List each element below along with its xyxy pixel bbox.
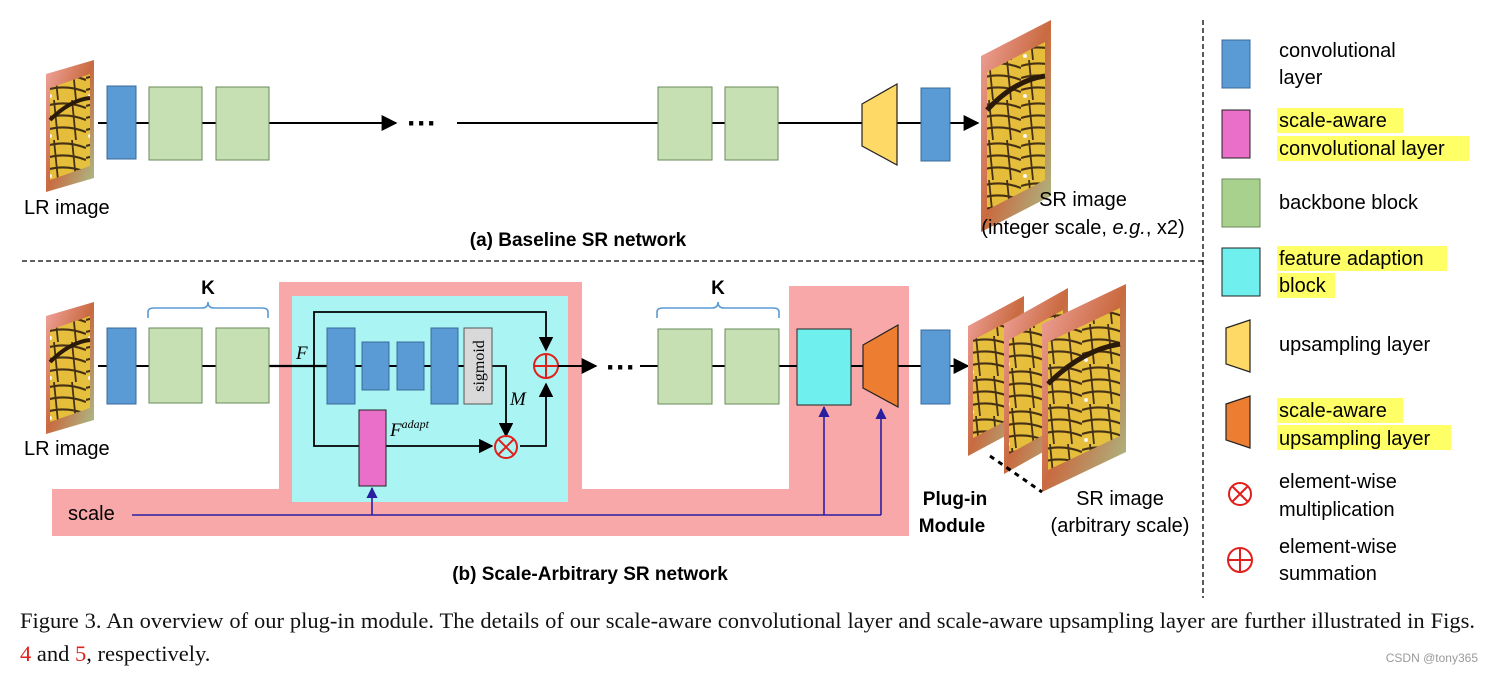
legend-conv-line2: layer [1279,67,1323,89]
sr-image-stack [968,284,1126,494]
figure-caption: Figure 3. An overview of our plug-in mod… [20,604,1475,670]
legend-sum-icon [1227,547,1253,573]
conv-layer-b-1 [106,327,137,405]
panel-a: ··· LR image SR image (integer scale, e.… [24,20,1185,251]
backbone-block-a-4 [724,86,779,161]
sr-label-b-line2: (arbitrary scale) [1051,515,1190,537]
backbone-block-b-4 [724,328,780,405]
backbone-block-b-3 [657,328,713,405]
k-label-2: K [711,278,725,299]
legend-scale-conv-line2: convolutional layer [1279,138,1445,160]
legend-scale-upsample-line1: scale-aware [1279,400,1387,422]
adaption-conv-4 [430,327,459,405]
caption-ref-fig5[interactable]: 5 [75,641,87,666]
legend-backbone-line1: backbone block [1279,192,1419,214]
k-brace-1 [147,301,269,318]
overview-diagram: ··· LR image SR image (integer scale, e.… [22,20,1469,598]
legend-upsample-icon [1225,319,1251,373]
legend-conv-icon [1221,39,1251,89]
conv-layer-b-2 [920,329,951,405]
caption-text-1: Figure 3. An overview of our plug-in mod… [20,608,1475,633]
caption-text-2: and [31,641,75,666]
panel-b-title: (b) Scale-Arbitrary SR network [452,564,728,585]
sr-label-b-line1: SR image [1076,488,1164,510]
panel-a-title: (a) Baseline SR network [470,230,687,251]
feature-adaption-block [796,328,852,406]
adaption-conv-1 [326,327,356,405]
legend-mult-line1: element-wise [1279,471,1397,493]
scale-aware-upsampling-layer [862,323,899,409]
backbone-block-b-1 [148,327,203,404]
plugin-label-line2: Module [919,516,986,537]
legend-conv-line1: convolutional [1279,40,1396,62]
legend-sum-line2: summation [1279,563,1377,585]
sr-image-a [981,20,1051,232]
m-label: M [509,389,527,410]
backbone-block-a-2 [215,86,270,161]
lr-label-a: LR image [24,197,110,219]
k-brace-2 [656,301,780,318]
lr-image-a [44,58,96,194]
ellipsis-a: ··· [407,107,437,140]
legend-upsample-line1: upsampling layer [1279,334,1431,356]
f-label: F [295,343,308,364]
backbone-block-a-1 [148,86,203,161]
plugin-label-line1: Plug-in [923,489,987,510]
adaption-conv-2 [361,341,390,391]
panel-b: K K F sigmoid M Fadapt [24,278,1189,585]
ellipsis-b: ··· [606,351,636,384]
watermark: CSDN @tony365 [1385,651,1478,665]
conv-layer-a-1 [106,85,137,160]
k-label-1: K [201,278,215,299]
sigmoid-box [463,327,493,405]
sigmoid-to-mult [492,365,514,438]
backbone-block-b-2 [215,327,270,404]
legend-adaption-line1: feature adaption [1279,248,1424,270]
backbone-block-a-3 [657,86,713,161]
scale-aware-conv-layer [358,409,387,487]
legend-mult-line2: multiplication [1279,499,1395,521]
legend-adaption-icon [1221,247,1261,297]
caption-ref-fig4[interactable]: 4 [20,641,32,666]
mult-to-sum [520,382,554,447]
legend-sum-line1: element-wise [1279,536,1397,558]
skip-path-top [313,311,554,366]
legend-backbone-icon [1221,178,1261,228]
conv-layer-a-2 [920,87,951,162]
legend-scale-upsample-icon [1225,395,1251,449]
fadapt-label: Fadapt [389,417,430,441]
legend-scale-conv-line1: scale-aware [1279,110,1387,132]
legend-scale-upsample-line2: upsampling layer [1279,428,1431,450]
adaption-conv-3 [396,341,425,391]
sr-label-a-line2: (integer scale, e.g., x2) [981,217,1184,239]
sr-label-a-line1: SR image [1039,189,1127,211]
lr-label-b: LR image [24,438,110,460]
skip-path-bottom [313,366,494,454]
lr-image-b [44,300,96,436]
upsampling-layer-a [861,82,898,167]
sum-operator [533,353,559,379]
legend: convolutional layer scale-aware convolut… [1221,39,1469,585]
scale-label: scale [68,503,115,525]
caption-text-3: , respectively. [86,641,211,666]
legend-multiply-icon [1228,482,1252,506]
multiply-operator [494,435,518,459]
legend-scale-conv-icon [1221,109,1251,159]
sigmoid-label: sigmoid [471,340,488,392]
legend-adaption-line2: block [1279,275,1327,297]
